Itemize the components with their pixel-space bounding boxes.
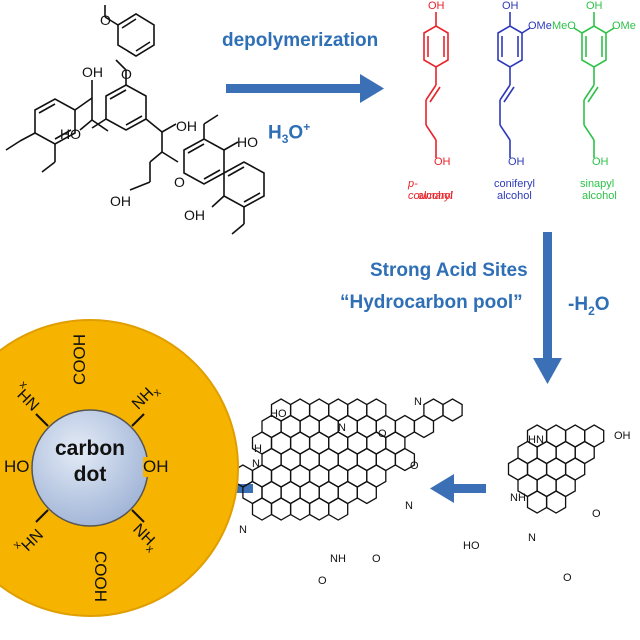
group-right-oh: OH [143,457,169,477]
group-bottom-right-nhx: NHx [127,521,162,556]
lignin-oh-3: OH [110,193,131,209]
spah-ho: HO [463,540,480,552]
monolignol-coniferyl [497,12,531,158]
h3o-subscript: 3 [281,132,289,147]
lpah-o-1: O [378,428,387,440]
sn-name-1: sinapyl [580,178,615,190]
spah-hn: HN [528,434,544,446]
lpah-ho: HO [270,408,287,420]
h3o-h: H [268,122,282,144]
label-strong-acid-sites: Strong Acid Sites [370,260,528,281]
lignin-ho-2: HO [237,134,258,150]
lpah-o-3: O [372,553,381,565]
cf-oh-bottom: OH [508,156,525,168]
h2o-subscript: 2 [588,303,595,318]
large-pah-structure [232,398,463,521]
lpah-n-2: N [414,396,422,408]
cf-name-1: coniferyl [494,178,535,190]
lpah-o-2: O [410,460,419,472]
pc-name-1: p-coumaryl [408,178,453,202]
lpah-nh: NH [330,553,346,565]
group-top-left-nhx: NHx [11,379,46,414]
label-minus-h2o: -H2O [568,294,610,318]
lignin-o-link-1: O [121,66,132,82]
lpah-n-1: N [338,422,346,434]
label-depolymerization: depolymerization [222,30,379,51]
core-line-1: carbon [54,437,125,460]
lignin-o-link-3: O [100,12,111,28]
lpah-n-h: N [252,458,260,470]
large-pah-ring [442,398,463,422]
sn-oh-top: OH [586,0,603,12]
h2o-o: O [594,294,610,315]
label-hydrocarbon-pool: “Hydrocarbon pool” [340,292,523,313]
lpah-n-3: N [239,524,247,536]
group-top-cooh: COOH [70,322,110,398]
label-h3o-plus: H3O+ [268,120,310,146]
pc-oh-top: OH [428,0,445,12]
lpah-h: H [254,443,262,455]
large-pah-ring [328,497,349,521]
group-left-ho: HO [4,457,30,477]
small-pah-ring [545,490,567,514]
group-bottom-cooh: COOH [70,538,110,614]
lignin-oh-1: OH [82,64,103,80]
lignin-ho-1: HO [60,126,81,142]
sn-ome-left: MeO [552,20,576,32]
spah-keto: O [563,572,572,584]
monolignol-sinapyl [573,12,615,158]
sn-name-2: alcohol [582,190,617,202]
large-pah-ring [413,414,435,439]
large-pah-ring [394,447,416,472]
small-pah-structure [507,424,605,514]
group-top-right-nhx: NHx [129,381,164,416]
spah-nh: NH [510,492,526,504]
sn-ome-right: OMe [612,20,636,32]
monolignol-p-coumaryl [423,12,449,158]
lpah-keto: O [318,575,327,587]
cf-name-2: alcohol [497,190,532,202]
spah-o: O [592,508,601,520]
lpah-n-4: N [405,500,413,512]
pc-oh-bottom: OH [434,156,451,168]
carbon-dot [0,319,239,617]
h3o-superscript: + [303,120,311,134]
cf-ome: OMe [528,20,552,32]
spah-n: N [528,532,536,544]
h2o-prefix: -H [568,294,589,315]
h3o-o: O [288,122,304,144]
arrow-depolymerization [226,74,384,103]
spah-oh: OH [614,430,631,442]
sn-oh-bottom: OH [592,156,609,168]
core-text: carbon dot [32,436,148,488]
large-pah-ring [356,480,377,505]
arrow-acid-sites [533,232,562,384]
lignin-oh-4: OH [184,207,205,223]
cf-oh-top: OH [502,0,519,12]
lignin-oh-2: OH [176,118,197,134]
lignin-o-link-2: O [174,174,185,190]
lignin-structure [5,5,265,235]
core-line-2: dot [73,463,107,486]
pc-name-2: alcohol [418,190,453,202]
group-bottom-left-nhx: NHx [11,523,46,558]
arrow-pah-growth [430,474,486,503]
